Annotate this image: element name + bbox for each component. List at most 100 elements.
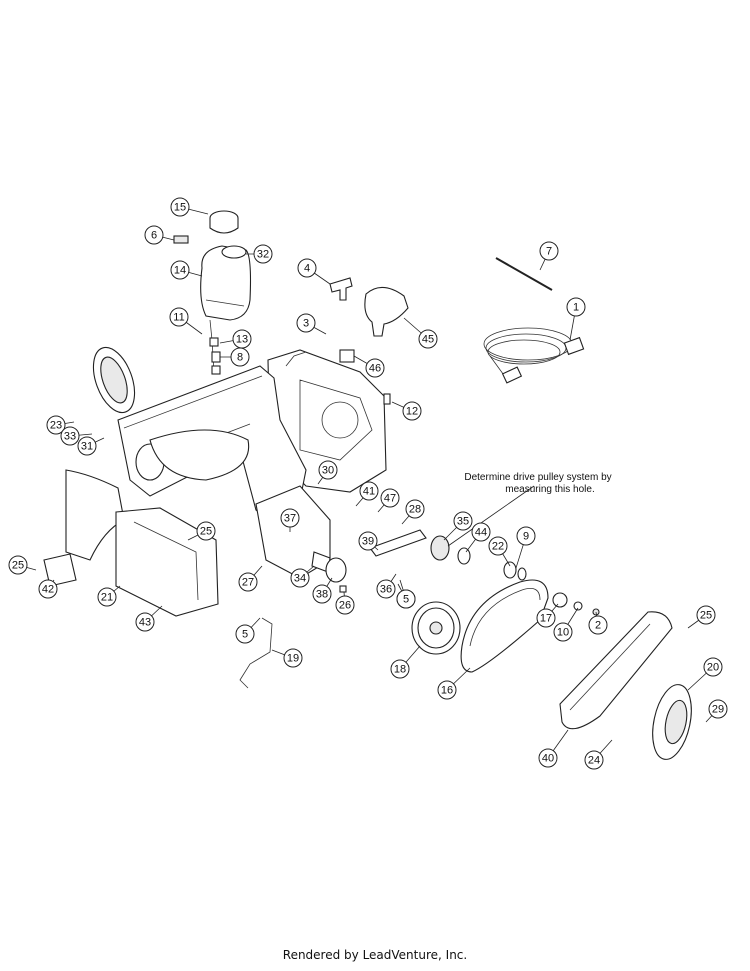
callout-number: 21	[101, 592, 113, 604]
callout-circle	[280, 508, 300, 528]
callout-40: 40	[538, 729, 569, 768]
callout-4: 4	[297, 258, 331, 285]
callout-circle	[708, 699, 728, 719]
callout-circle	[296, 313, 316, 333]
callout-circle	[453, 511, 473, 531]
left-wheel	[92, 346, 136, 414]
callout-number: 19	[287, 653, 299, 665]
footer-credit: Rendered by LeadVenture, Inc.	[282, 948, 468, 962]
control-rod	[239, 617, 273, 689]
callout-number: 7	[546, 246, 552, 258]
callout-circle	[390, 659, 410, 679]
callout-number: 18	[394, 664, 406, 676]
callout-21: 21	[97, 585, 121, 607]
callout-number: 25	[700, 610, 712, 622]
callout-42: 42	[38, 579, 58, 599]
callout-circle	[196, 521, 216, 541]
callout-number: 22	[492, 541, 504, 553]
callout-29: 29	[705, 699, 728, 723]
callout-9: 9	[515, 526, 536, 569]
callout-number: 28	[409, 504, 421, 516]
callout-circle	[283, 648, 303, 668]
callout-number: 10	[557, 627, 569, 639]
callout-31: 31	[77, 436, 105, 456]
callout-3: 3	[296, 313, 327, 335]
callout-circle	[380, 488, 400, 508]
callouts: 1234555678910111213141516171819202122232…	[8, 197, 728, 770]
callout-17: 17	[536, 603, 559, 628]
callout-32: 32	[246, 244, 273, 264]
callout-number: 24	[588, 755, 600, 767]
callout-8: 8	[220, 347, 250, 367]
callout-circle	[335, 595, 355, 615]
drive-belt	[460, 579, 549, 673]
callout-number: 17	[540, 613, 552, 625]
callout-18: 18	[390, 645, 421, 679]
note-line-2: measuring this hole.	[505, 484, 595, 495]
callout-number: 39	[362, 536, 374, 548]
callout-circle	[566, 297, 586, 317]
callout-number: 14	[174, 265, 186, 277]
callout-circle	[516, 526, 536, 546]
callout-number: 5	[403, 594, 409, 606]
callout-number: 8	[237, 352, 243, 364]
callout-number: 12	[406, 406, 418, 418]
callout-number: 38	[316, 589, 328, 601]
callout-circle	[232, 329, 252, 349]
callout-5: 5	[396, 579, 416, 609]
shear-pin	[495, 257, 553, 291]
callout-number: 16	[441, 685, 453, 697]
callout-circle	[396, 589, 416, 609]
callout-circle	[253, 244, 273, 264]
callout-circle	[536, 608, 556, 628]
callout-circle	[238, 572, 258, 592]
bracket	[173, 235, 189, 244]
callout-number: 42	[42, 584, 54, 596]
callout-45: 45	[403, 317, 438, 349]
callout-circle	[359, 481, 379, 501]
callout-number: 20	[707, 662, 719, 674]
callout-22: 22	[488, 536, 511, 567]
callout-34: 34	[290, 565, 315, 588]
fuel-tank	[200, 245, 252, 321]
callout-circle	[402, 401, 422, 421]
large-pulley	[411, 601, 461, 655]
callout-circle	[696, 605, 716, 625]
callout-20: 20	[687, 657, 723, 691]
callout-circle	[77, 436, 97, 456]
callout-43: 43	[135, 605, 163, 632]
callout-circle	[358, 531, 378, 551]
chute-deflector	[364, 286, 409, 337]
callout-25: 25	[187, 521, 216, 541]
callout-circle	[539, 241, 559, 261]
callout-number: 36	[380, 584, 392, 596]
callout-number: 27	[242, 577, 254, 589]
callout-circle	[588, 615, 608, 635]
callout-circle	[97, 587, 117, 607]
callout-35: 35	[443, 511, 473, 541]
callout-25: 25	[687, 605, 716, 629]
callout-33: 33	[60, 426, 93, 446]
note-leader	[447, 485, 535, 547]
callout-13: 13	[219, 329, 252, 349]
callout-number: 40	[542, 753, 554, 765]
callout-circle	[290, 568, 310, 588]
callout-25: 25	[8, 555, 37, 575]
side-bracket	[65, 469, 125, 561]
callout-number: 32	[257, 249, 269, 261]
pulley-assembly	[430, 535, 527, 581]
callout-46: 46	[353, 355, 385, 378]
note-line-1: Determine drive pulley system by	[464, 472, 611, 483]
callout-47: 47	[377, 488, 400, 513]
callout-circle	[312, 584, 332, 604]
callout-number: 11	[173, 312, 184, 324]
callout-number: 9	[523, 531, 529, 543]
callout-number: 31	[81, 441, 93, 453]
callout-number: 45	[422, 334, 434, 346]
callout-39: 39	[358, 531, 379, 551]
callout-number: 3	[303, 318, 309, 330]
callout-5: 5	[235, 617, 261, 644]
callout-24: 24	[584, 739, 613, 770]
callout-number: 41	[363, 486, 375, 498]
